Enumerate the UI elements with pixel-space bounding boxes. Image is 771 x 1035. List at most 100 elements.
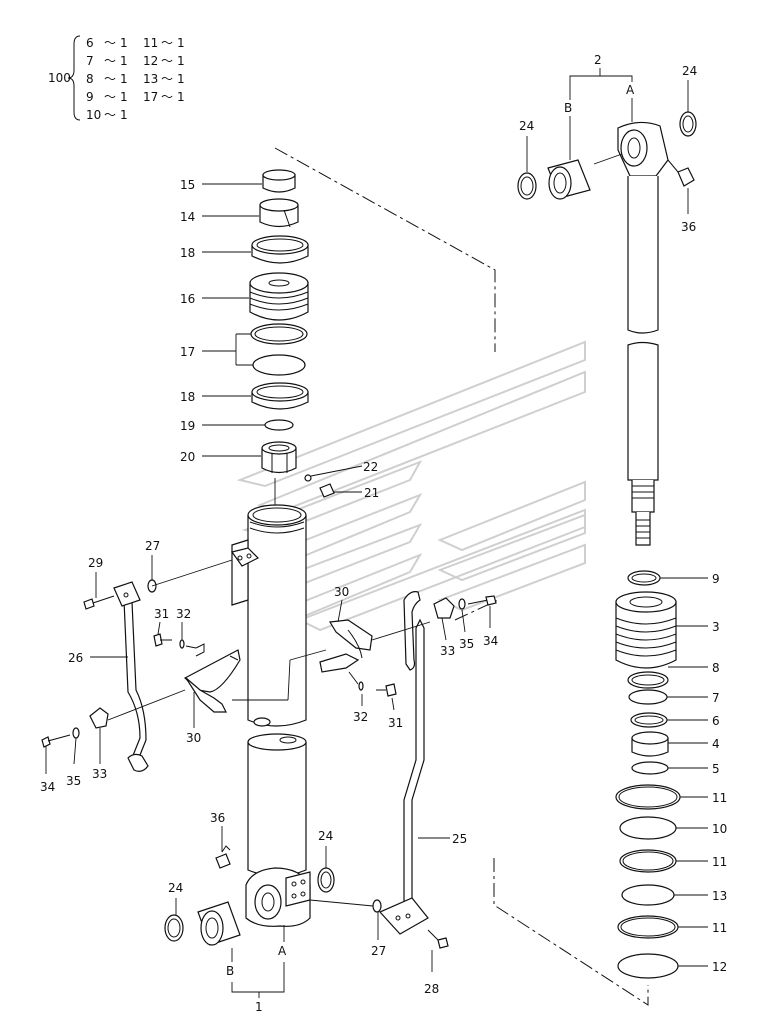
label-b-upper: B <box>564 101 572 115</box>
svg-text:1: 1 <box>120 54 128 68</box>
svg-text:1: 1 <box>177 72 185 86</box>
part-11-ring-c <box>617 915 679 939</box>
part-35-washer-left <box>72 727 80 739</box>
callouts-left-lower: 27 29 26 31 32 30 33 35 34 36 24 24 B A … <box>40 539 333 1014</box>
label-13: 13 <box>712 889 727 903</box>
svg-text:7: 7 <box>86 54 94 68</box>
svg-text:〜: 〜 <box>104 54 116 68</box>
svg-text:1: 1 <box>177 36 185 50</box>
part-33-block-left <box>89 707 109 729</box>
svg-text:〜: 〜 <box>161 90 173 104</box>
svg-text:1: 1 <box>120 108 128 122</box>
part-33-block-right <box>433 597 455 619</box>
label-24-upper-left: 24 <box>519 119 534 133</box>
part-24-ring-upper-left <box>517 172 537 200</box>
part-32-washer-left <box>179 639 185 649</box>
svg-text:〜: 〜 <box>104 90 116 104</box>
part-b-bushing-upper <box>547 159 591 200</box>
part-5-oring <box>631 761 669 775</box>
part-22-ball <box>304 474 312 482</box>
cylinder-tube-lower <box>245 733 311 927</box>
part-8-ring <box>627 671 669 689</box>
part-18-ring-lower <box>251 382 309 410</box>
label-15: 15 <box>180 178 195 192</box>
washer32-lead-tab <box>195 643 205 657</box>
label-a-lower: A <box>278 944 287 958</box>
label-31-left: 31 <box>154 607 169 621</box>
label-24-lower-right: 24 <box>318 829 333 843</box>
label-8: 8 <box>712 661 720 675</box>
label-4: 4 <box>712 737 720 751</box>
part-32-washer-right <box>358 681 364 691</box>
label-18-lower: 18 <box>180 390 195 404</box>
kit-number: 100 <box>48 71 71 85</box>
svg-text:1: 1 <box>120 36 128 50</box>
cylinder-port-block-upper <box>230 547 260 567</box>
part-26-pipe <box>113 581 149 772</box>
part-29-bolt <box>83 595 115 610</box>
label-26: 26 <box>68 651 83 665</box>
label-35-left: 35 <box>66 774 81 788</box>
svg-text:17: 17 <box>143 90 158 104</box>
part-4-bushing <box>631 731 669 757</box>
label-9: 9 <box>712 572 720 586</box>
part-34-bolt-left <box>41 734 71 748</box>
label-24-upper-right: 24 <box>682 64 697 78</box>
part-28-bolt <box>427 929 449 949</box>
part-14-collar <box>259 198 299 228</box>
label-28: 28 <box>424 982 439 996</box>
clamp-right-lead <box>371 621 431 641</box>
block33-left-lead <box>107 689 186 721</box>
svg-text:12: 12 <box>143 54 158 68</box>
label-a-upper: A <box>626 83 635 97</box>
part-20-nut <box>261 441 297 474</box>
svg-text:8: 8 <box>86 72 94 86</box>
svg-text:1: 1 <box>177 54 185 68</box>
label-30-right: 30 <box>334 585 349 599</box>
label-36-upper: 36 <box>681 220 696 234</box>
kit-row-1: 7〜1 12〜1 <box>86 54 185 68</box>
label-18-upper: 18 <box>180 246 195 260</box>
label-35-right: 35 <box>459 637 474 651</box>
svg-text:〜: 〜 <box>104 72 116 86</box>
label-2: 2 <box>594 53 602 67</box>
svg-text:〜: 〜 <box>161 72 173 86</box>
label-11-c: 11 <box>712 921 727 935</box>
label-29: 29 <box>88 556 103 570</box>
label-24-lower-left: 24 <box>168 881 183 895</box>
part-24-ring-lower-right <box>317 867 335 893</box>
label-1: 1 <box>255 1000 263 1014</box>
label-11-b: 11 <box>712 855 727 869</box>
svg-text:〜: 〜 <box>104 36 116 50</box>
svg-text:〜: 〜 <box>161 36 173 50</box>
label-32-left: 32 <box>176 607 191 621</box>
part-10-ring <box>619 816 677 840</box>
label-27-upper: 27 <box>145 539 160 553</box>
label-34-right: 34 <box>483 634 498 648</box>
kit-row-0: 6〜1 11〜1 <box>86 36 185 50</box>
svg-text:1: 1 <box>177 90 185 104</box>
label-34-left: 34 <box>40 780 55 794</box>
callouts-right-column: 2 A B 24 24 36 9 3 8 7 6 4 5 11 10 11 13 <box>519 53 727 974</box>
part-35-washer-right <box>458 598 466 610</box>
cylinder-tube-upper <box>231 504 307 727</box>
label-25: 25 <box>452 832 467 846</box>
label-22: 22 <box>363 460 378 474</box>
watermark-logo <box>236 340 586 632</box>
label-11-a: 11 <box>712 791 727 805</box>
piston-rod-lower <box>627 341 659 546</box>
label-6: 6 <box>712 714 720 728</box>
svg-text:〜: 〜 <box>161 54 173 68</box>
label-16: 16 <box>180 292 195 306</box>
kit-row-4: 10〜1 <box>86 108 128 122</box>
part-9-oring <box>627 570 661 586</box>
part-13-ring <box>621 884 675 906</box>
clamp-left-lead-2 <box>287 659 291 701</box>
part-b-bushing-lower <box>197 901 241 946</box>
kit-row-2: 8〜1 13〜1 <box>86 72 185 86</box>
label-33-right: 33 <box>440 644 455 658</box>
part-34-bolt-right <box>467 595 497 606</box>
part-7-ring <box>628 689 668 705</box>
part-15-nut <box>262 169 296 193</box>
pipe26-upper-lead <box>151 559 233 587</box>
